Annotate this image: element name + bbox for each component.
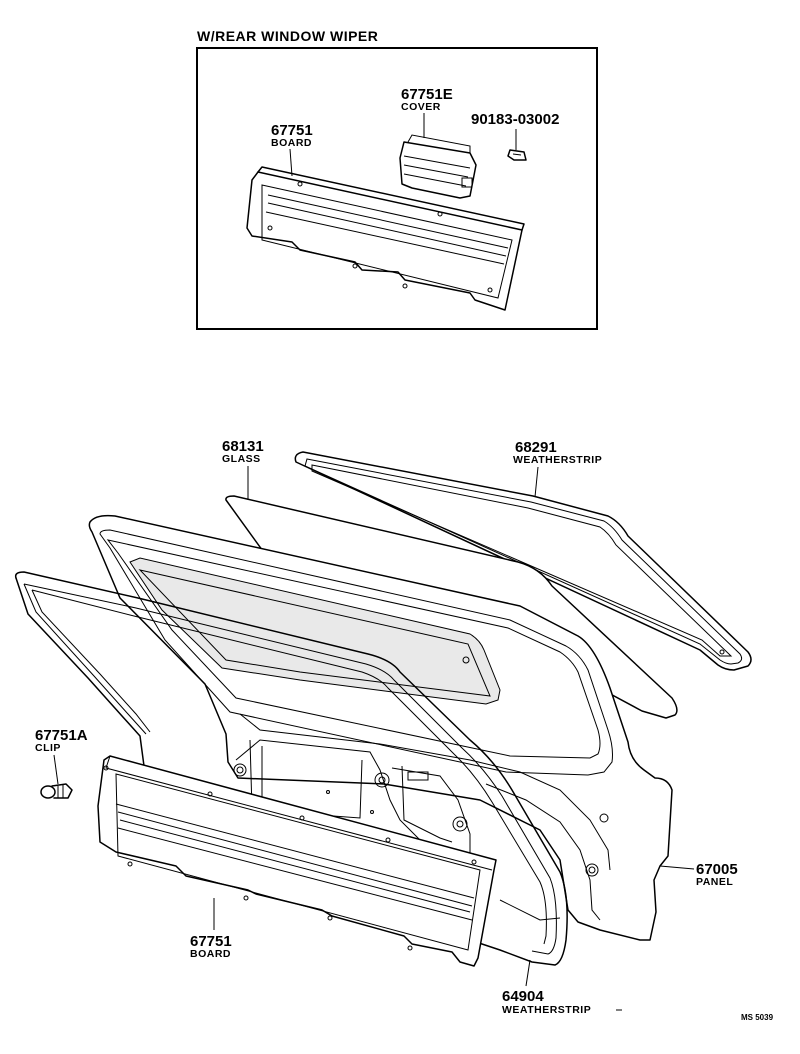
part-name: CLIP (35, 742, 61, 754)
part-name: PANEL (696, 876, 733, 888)
inset-cover-drawing (399, 134, 477, 199)
weatherstrip-64904-drawing (14, 571, 568, 966)
part-name: GLASS (222, 453, 261, 465)
part-number: 90183-03002 (471, 111, 559, 128)
part-number: 64904 (502, 988, 544, 1005)
weatherstrip-68291-drawing (294, 451, 752, 671)
clip-67751A-drawing (40, 783, 73, 799)
part-number: 67751A (35, 727, 88, 744)
part-name: WEATHERSTRIP (502, 1004, 591, 1016)
part-number: 68291 (515, 439, 557, 456)
label-64904: 64904 WEATHERSTRIP (502, 959, 622, 1016)
label-68291: 68291 WEATHERSTRIP (513, 439, 602, 498)
label-67751A: 67751A CLIP (35, 727, 88, 785)
label-67751E: 67751E COVER (401, 86, 453, 138)
board-67751-drawing (97, 755, 497, 967)
part-name: COVER (401, 101, 441, 113)
inset-clip-drawing (507, 149, 527, 161)
part-name: BOARD (190, 948, 231, 960)
part-number: 68131 (222, 438, 264, 455)
part-number: 67751 (271, 122, 313, 139)
label-67005: 67005 PANEL (659, 861, 738, 888)
part-name: WEATHERSTRIP (513, 454, 602, 466)
inset-frame (196, 47, 598, 330)
part-number: 67005 (696, 861, 738, 878)
drawing-code: MS 5039 (741, 1013, 774, 1022)
part-number: 67751 (190, 933, 232, 950)
inset-title: W/REAR WINDOW WIPER (197, 28, 378, 44)
label-68131: 68131 GLASS (222, 438, 264, 500)
part-number: 67751E (401, 86, 453, 103)
inset-board-drawing (246, 166, 525, 311)
label-67751-inset: 67751 BOARD (271, 122, 313, 177)
label-67751: 67751 BOARD (190, 898, 232, 960)
inset-wiper-variant: W/REAR WINDOW WIPER (196, 28, 598, 330)
label-90183-03002: 90183-03002 (471, 111, 559, 150)
part-name: BOARD (271, 137, 312, 149)
